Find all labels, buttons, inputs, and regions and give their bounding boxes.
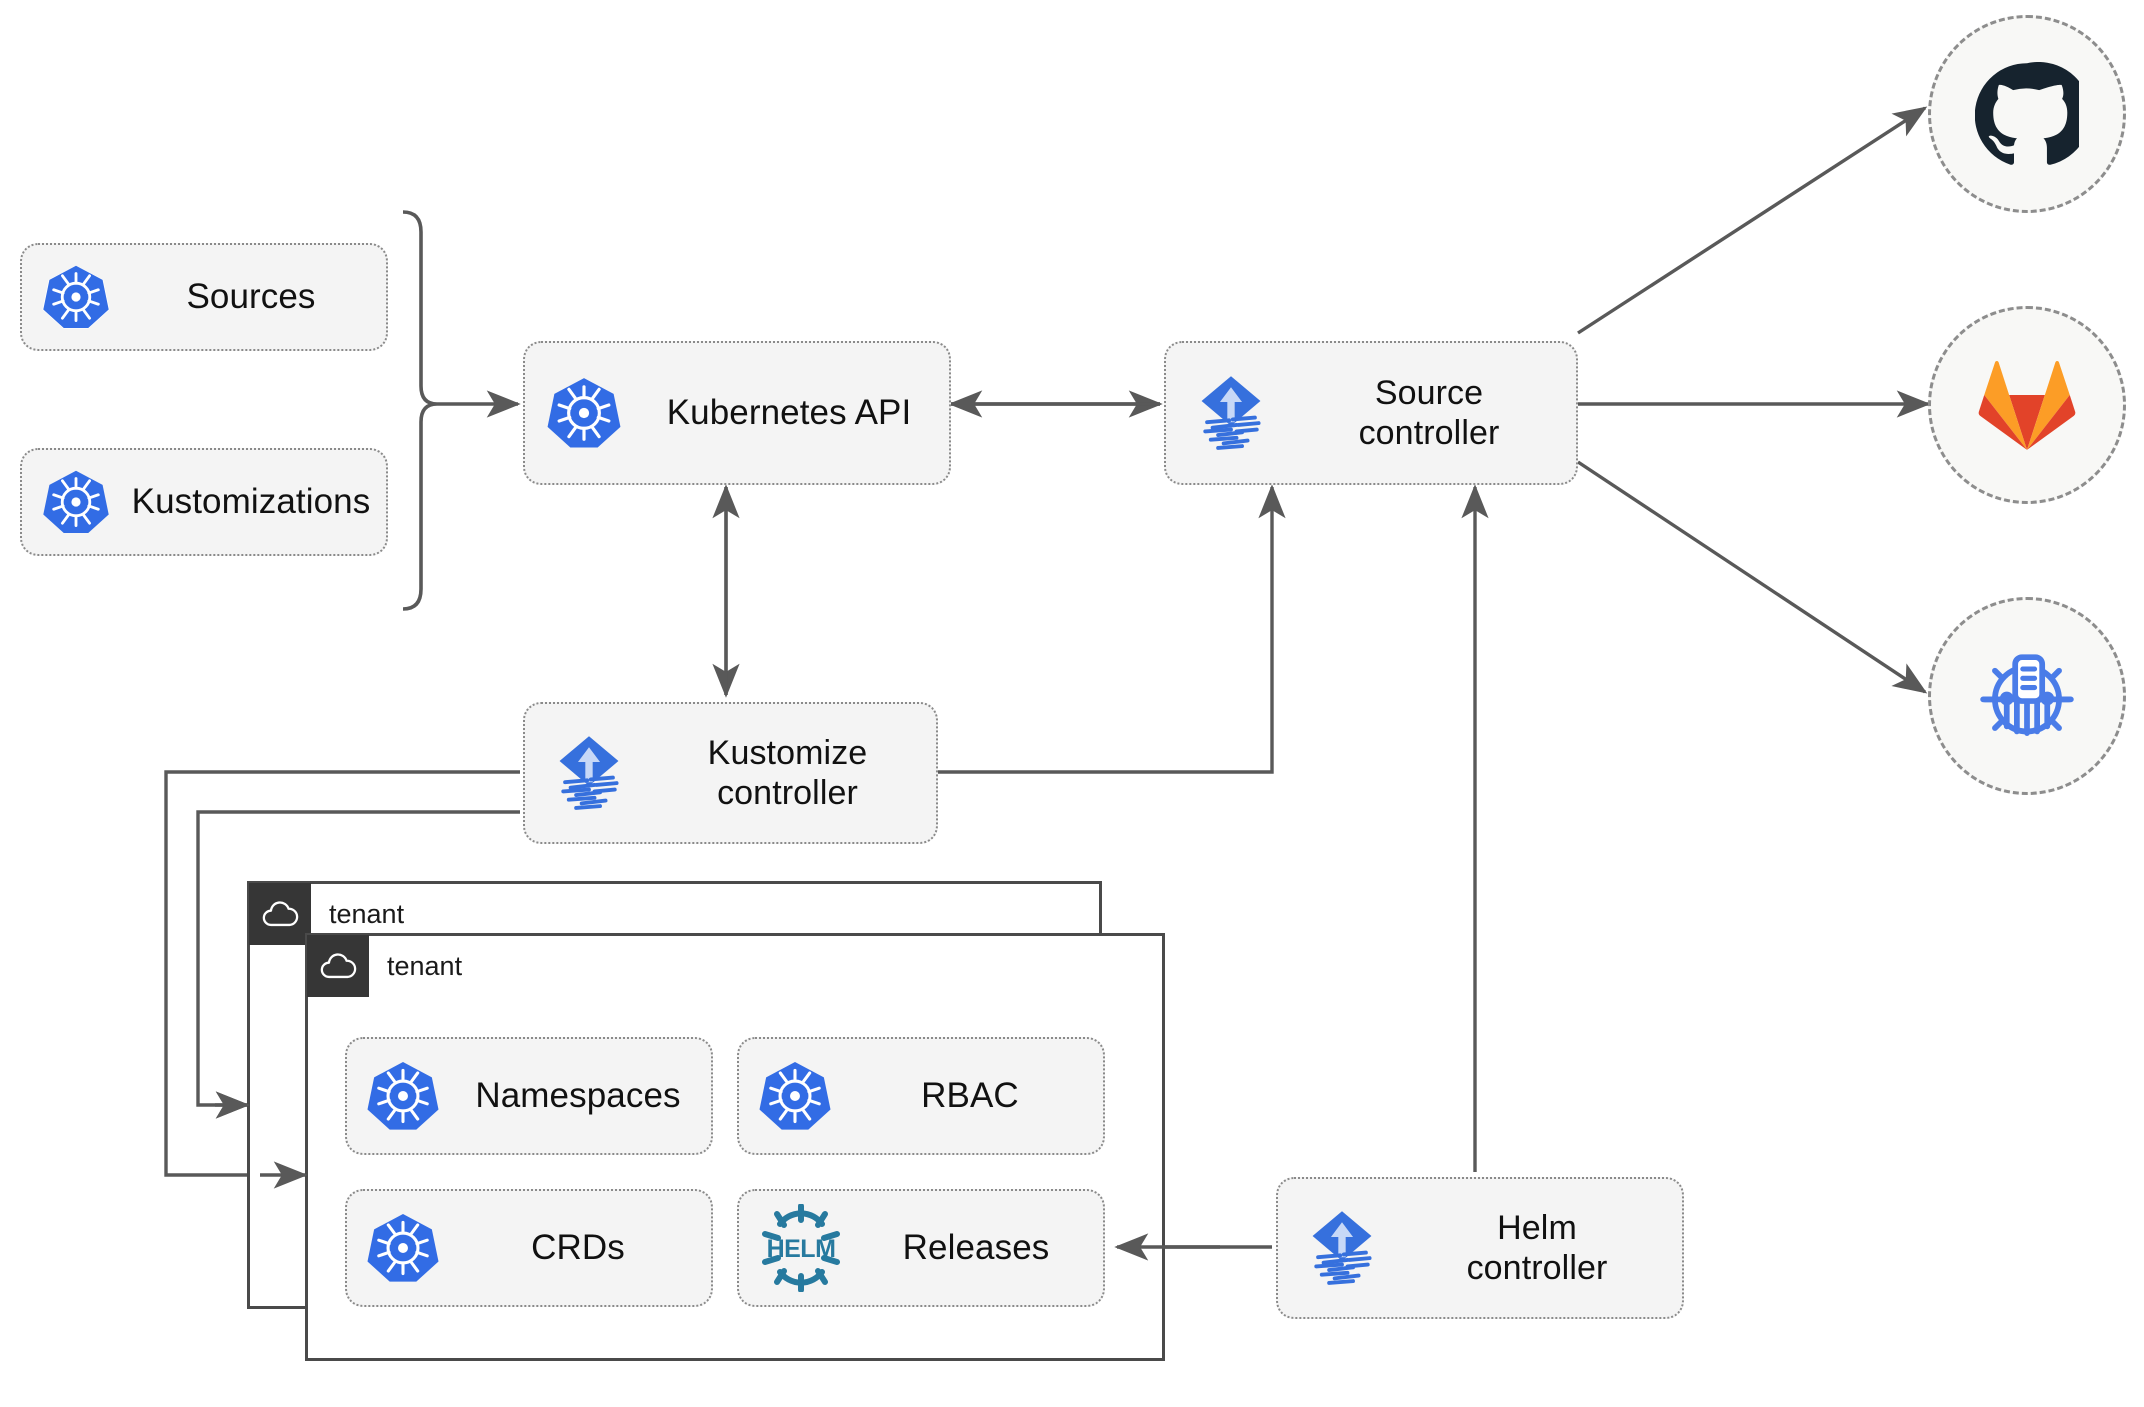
kubernetes-icon	[739, 1058, 851, 1134]
node-label: Releases	[902, 1228, 1050, 1268]
flux-icon	[1278, 1202, 1406, 1294]
cloud-icon	[307, 935, 369, 997]
provider-gitlab[interactable]	[1928, 306, 2126, 504]
node-label-line1: Kustomize	[707, 733, 868, 772]
wire-kustomize-to-source	[938, 484, 1286, 774]
node-sources[interactable]: Sources	[20, 243, 388, 351]
node-label: Kustomize controller	[653, 733, 936, 813]
kubernetes-icon	[22, 467, 130, 537]
node-label-line2: controller	[1466, 1249, 1608, 1287]
node-label-line1: Helm	[1497, 1208, 1577, 1247]
node-crds[interactable]: CRDs	[345, 1189, 713, 1307]
node-label: Kustomizations	[131, 482, 371, 522]
node-label: Helm controller	[1406, 1208, 1682, 1288]
node-kubernetes-api[interactable]: Kubernetes API	[523, 341, 951, 485]
kubernetes-icon	[347, 1210, 459, 1286]
node-label: CRDs	[531, 1228, 625, 1268]
kubernetes-icon	[347, 1058, 459, 1134]
node-rbac[interactable]: RBAC	[737, 1037, 1105, 1155]
flux-icon	[1166, 367, 1296, 459]
svg-text:HELM: HELM	[767, 1235, 836, 1263]
github-icon	[1975, 62, 2079, 165]
brace-group	[402, 210, 438, 611]
kubernetes-icon	[22, 262, 130, 332]
node-source-controller[interactable]: Source controller	[1164, 341, 1578, 485]
wire-source-to-github	[1577, 106, 1928, 335]
helm-icon: HELM	[739, 1204, 863, 1292]
wire-source-to-harbor	[1577, 460, 1928, 694]
node-kustomize-controller[interactable]: Kustomize controller	[523, 702, 938, 844]
node-label: Namespaces	[475, 1076, 681, 1116]
provider-harbor[interactable]	[1928, 597, 2126, 795]
gitlab-icon	[1978, 361, 2076, 450]
node-label: RBAC	[921, 1076, 1019, 1116]
tenant-titlebar: tenant	[307, 935, 462, 997]
cloud-icon	[249, 883, 311, 945]
node-namespaces[interactable]: Namespaces	[345, 1037, 713, 1155]
node-label-line2: controller	[717, 774, 858, 812]
node-label: Sources	[186, 277, 316, 317]
node-helm-controller[interactable]: Helm controller	[1276, 1177, 1684, 1319]
node-label: Source controller	[1296, 373, 1576, 453]
node-label: Kubernetes API	[666, 393, 912, 433]
harbor-icon	[1980, 654, 2074, 736]
node-label-line1: Source	[1374, 373, 1484, 412]
tenant-label: tenant	[387, 951, 463, 981]
flux-icon	[525, 727, 653, 819]
node-label-line2: controller	[1358, 414, 1500, 452]
kubernetes-icon	[525, 374, 643, 452]
provider-github[interactable]	[1928, 15, 2126, 213]
node-releases[interactable]: HELM Releases	[737, 1189, 1105, 1307]
node-kustomizations[interactable]: Kustomizations	[20, 448, 388, 556]
